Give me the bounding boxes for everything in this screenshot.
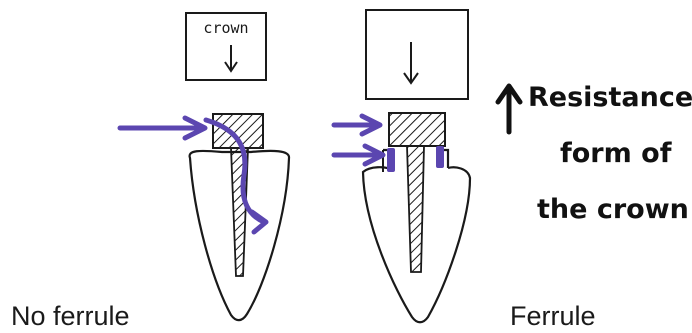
- annotation-line-1: Resistance: [528, 82, 692, 113]
- tooth-root-left: [188, 149, 291, 322]
- crown-box-left: [185, 12, 267, 81]
- ferrule-band-left: [387, 148, 395, 172]
- crown-box-right: [365, 9, 469, 100]
- down-arrow-icon: [403, 42, 419, 85]
- ferrule-illustration: [331, 9, 472, 324]
- crown-label: crown: [203, 19, 248, 37]
- ferrule-caption: Ferrule: [510, 301, 596, 331]
- no-ferrule-illustration: crown: [117, 12, 291, 322]
- force-arrow-icon: [331, 143, 386, 167]
- no-ferrule-caption: No ferrule: [11, 301, 130, 331]
- force-arrow-icon: [117, 115, 269, 235]
- up-arrow-icon: [495, 83, 523, 135]
- annotation-line-3: the crown: [537, 194, 689, 225]
- force-arrow-icon: [331, 113, 383, 137]
- annotation-line-2: form of: [560, 138, 672, 169]
- ferrule-band-right: [436, 146, 444, 168]
- post-right: [406, 145, 425, 273]
- core-right: [388, 112, 446, 147]
- down-arrow-icon: [224, 45, 238, 73]
